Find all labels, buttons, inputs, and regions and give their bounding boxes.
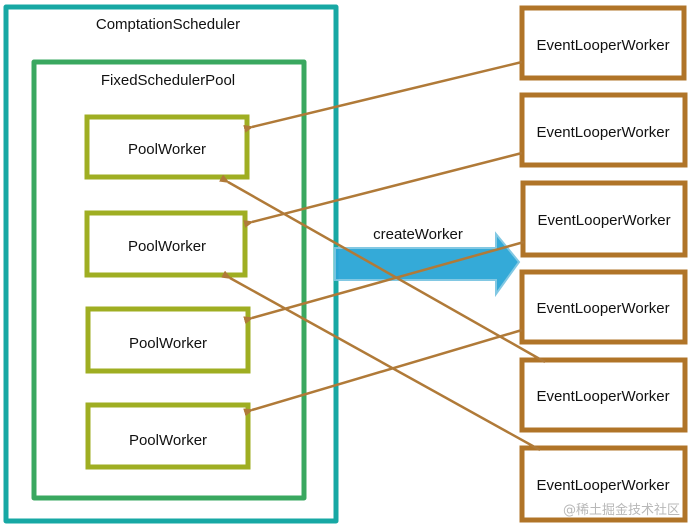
pool-worker-0: PoolWorker xyxy=(84,114,250,180)
create-worker-arrow xyxy=(334,231,521,298)
pool-worker-1: PoolWorker xyxy=(84,210,248,278)
event-looper-worker-1: EventLooperWorker xyxy=(519,92,688,168)
event-looper-worker-label: EventLooperWorker xyxy=(536,388,669,405)
computation-scheduler-label: ComptationScheduler xyxy=(96,16,240,33)
pool-worker-2: PoolWorker xyxy=(85,306,251,374)
pool-worker-3: PoolWorker xyxy=(85,402,251,470)
event-looper-worker-label: EventLooperWorker xyxy=(536,477,669,494)
pool-worker-label: PoolWorker xyxy=(129,335,207,352)
event-looper-worker-4: EventLooperWorker xyxy=(519,357,688,433)
fixed-scheduler-pool-label: FixedSchedulerPool xyxy=(101,72,235,89)
create-worker-label: createWorker xyxy=(373,226,463,243)
pool-worker-label: PoolWorker xyxy=(128,141,206,158)
event-looper-worker-0: EventLooperWorker xyxy=(519,5,687,81)
pool-worker-label: PoolWorker xyxy=(128,238,206,255)
event-looper-worker-label: EventLooperWorker xyxy=(536,37,669,54)
event-looper-worker-label: EventLooperWorker xyxy=(536,124,669,141)
connector-arrow xyxy=(221,270,541,452)
connector-arrow xyxy=(243,240,525,325)
watermark: @稀土掘金技术社区 xyxy=(563,502,680,518)
event-looper-worker-label: EventLooperWorker xyxy=(536,300,669,317)
pool-worker-label: PoolWorker xyxy=(129,432,207,449)
event-looper-worker-label: EventLooperWorker xyxy=(537,212,670,229)
event-looper-worker-3: EventLooperWorker xyxy=(519,269,688,345)
connector-arrow xyxy=(243,151,523,228)
connector-arrow xyxy=(243,328,523,417)
fixed-scheduler-pool-box xyxy=(31,59,307,501)
connector-arrow xyxy=(219,174,546,364)
event-looper-worker-2: EventLooperWorker xyxy=(520,180,688,258)
connector-arrow xyxy=(243,60,523,133)
event-looper-worker-5: EventLooperWorker xyxy=(519,445,688,523)
